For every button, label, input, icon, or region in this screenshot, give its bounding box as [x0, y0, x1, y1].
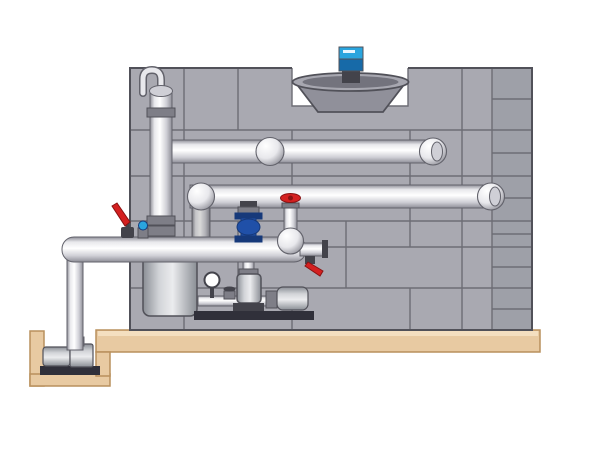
gauge-stem — [210, 287, 214, 298]
manifold-valve-wheel — [223, 286, 236, 292]
vertical-supply-pipe — [146, 85, 176, 243]
drain-valve-red-lever — [304, 261, 324, 277]
vertical-pump-base — [233, 303, 264, 311]
ball-joint — [276, 227, 305, 255]
control-valve-collar — [237, 206, 260, 214]
sump-pump-base — [40, 366, 100, 375]
manifold-valve-body — [223, 290, 236, 300]
gate-valve-bonnet — [281, 202, 300, 209]
gate-valve — [276, 193, 305, 255]
pressure-gauge — [203, 271, 221, 289]
control-valve-body — [236, 218, 261, 236]
isolation-valves — [111, 202, 149, 239]
horizontal-pump — [276, 286, 309, 311]
handwheel-hub — [288, 195, 293, 201]
panel-seams-horizontal — [130, 129, 532, 289]
platform-top-surface — [98, 331, 538, 336]
ground-platform — [29, 329, 541, 387]
sensor-pedestal — [342, 70, 360, 83]
pump-skid — [194, 240, 328, 320]
control-valve — [234, 201, 263, 243]
sensor-window — [343, 50, 355, 53]
vent-pipe — [139, 65, 165, 97]
stub-end-flange — [322, 240, 328, 258]
sump-pump-motor — [42, 346, 71, 367]
small-valve-blue-knob — [138, 220, 148, 231]
butterfly-valve-red-lever — [111, 202, 131, 227]
suction-header-pipe — [61, 236, 307, 263]
pipe-end-cap-face — [431, 141, 443, 162]
ball-joint — [255, 136, 285, 167]
horizontal-pump-head — [265, 290, 278, 309]
drain-valve-body — [305, 256, 315, 264]
control-valve-bottom-flange — [234, 235, 263, 243]
vertical-pipe-cap — [149, 85, 173, 97]
control-valve-cap — [240, 201, 257, 207]
middle-distribution-pipe — [186, 182, 506, 251]
middle-pipe-run — [189, 184, 493, 209]
vertical-pump — [236, 273, 262, 304]
upper-distribution-pipe — [159, 136, 448, 167]
pipe-end-cap-face — [489, 186, 501, 207]
butterfly-valve-body — [121, 227, 134, 238]
tee-flange — [146, 225, 176, 237]
vent-pipe-surface — [140, 67, 164, 96]
header-stub-pipe — [299, 242, 325, 257]
pipe-collar-lower — [146, 215, 176, 226]
skid-frame — [194, 311, 314, 320]
ball-elbow — [186, 182, 216, 211]
upper-pipe-run — [159, 139, 435, 164]
sensor-body-lower — [338, 58, 364, 72]
end-column-seams — [492, 98, 532, 310]
level-sensor — [338, 46, 364, 83]
pipe-collar-upper — [146, 107, 176, 118]
